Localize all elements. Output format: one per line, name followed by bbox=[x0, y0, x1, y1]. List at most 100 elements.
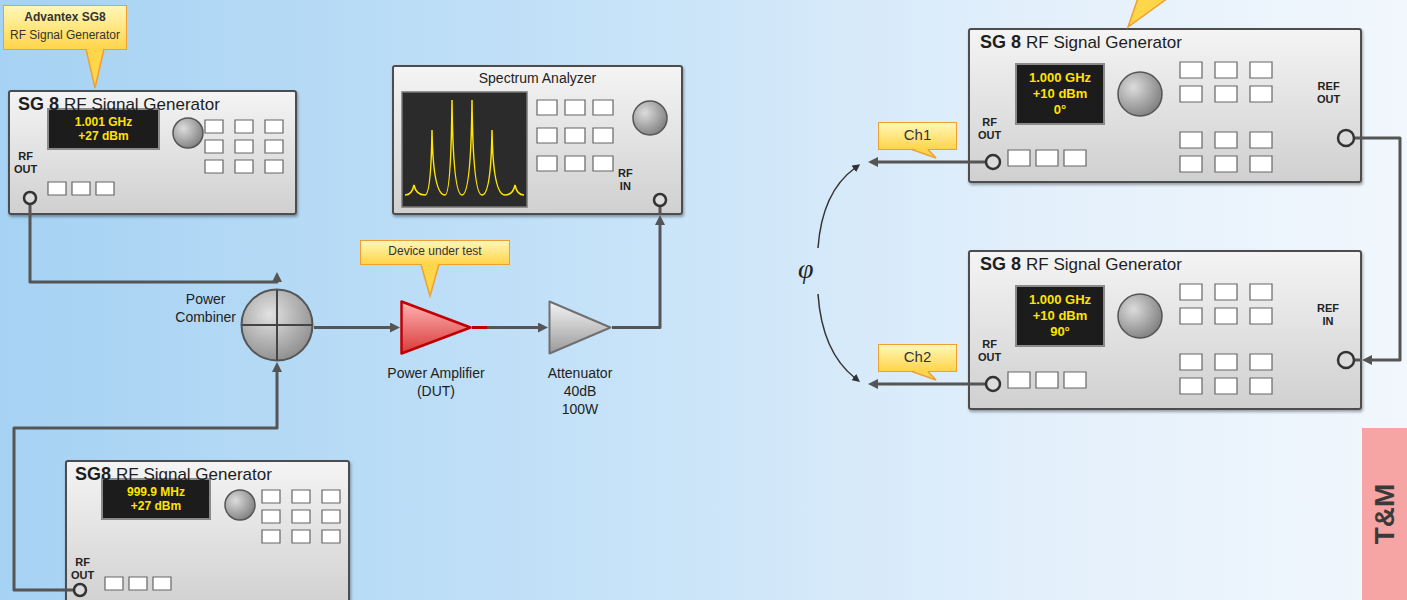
control-knob bbox=[173, 118, 203, 148]
generator-display: 1.001 GHz+27 dBm bbox=[47, 108, 160, 150]
callout-tail bbox=[912, 149, 936, 159]
cable-connector bbox=[612, 223, 660, 328]
attenuator-triangle bbox=[550, 302, 611, 354]
callout-tail bbox=[421, 263, 439, 296]
node-text: RF IN bbox=[618, 167, 633, 193]
node-title: 1.001 GHz bbox=[75, 115, 132, 129]
node-text: +27 dBm bbox=[131, 499, 181, 513]
node-text: RF OUT bbox=[978, 116, 1001, 142]
pa-outline bbox=[400, 300, 472, 355]
callout-tail bbox=[1128, 0, 1168, 27]
node-text: +10 dBm bbox=[1033, 86, 1088, 102]
phase-arc bbox=[818, 294, 855, 378]
button-row bbox=[1008, 372, 1086, 388]
generator-display: 999.9 MHz+27 dBm bbox=[101, 478, 211, 520]
callout-tail-edge bbox=[912, 372, 936, 381]
button-row bbox=[105, 577, 171, 590]
button-grid bbox=[1180, 284, 1272, 394]
cable-connector bbox=[14, 370, 277, 590]
node-text: RF OUT bbox=[71, 556, 94, 582]
node-title: T&M bbox=[1368, 484, 1402, 545]
generator-display: 1.000 GHz+10 dBm90° bbox=[1015, 285, 1105, 347]
channel-callout: Ch1 bbox=[878, 122, 957, 150]
signal-generator: 999.9 MHz+27 dBmSG8RF Signal GeneratorRF… bbox=[65, 460, 350, 600]
control-knob bbox=[633, 101, 667, 135]
port-stub bbox=[659, 206, 662, 215]
callout-box: Device under test bbox=[360, 240, 510, 265]
node-text: RF Signal Generator bbox=[1026, 255, 1182, 275]
att-outline bbox=[548, 300, 612, 355]
node-text: RF OUT bbox=[14, 150, 37, 176]
control-knob bbox=[1118, 294, 1162, 338]
ref-port bbox=[1338, 130, 1354, 146]
node-text: RF Signal Generator bbox=[1026, 33, 1182, 53]
analyzer-screen bbox=[402, 92, 527, 207]
node-title: Power Amplifier (DUT) bbox=[371, 364, 501, 400]
node-title: Spectrum Analyzer bbox=[479, 70, 597, 87]
node-title: SG 8 bbox=[980, 32, 1021, 54]
callout-tail bbox=[86, 48, 104, 88]
callout-tail bbox=[912, 371, 936, 381]
node-title: SG 8 bbox=[18, 94, 59, 116]
phase-symbol: φ bbox=[798, 254, 814, 285]
callout-tail-edge bbox=[1128, 0, 1168, 27]
combiner-cross bbox=[242, 290, 312, 360]
cable-connector bbox=[472, 326, 540, 329]
node-title: Ch2 bbox=[904, 348, 932, 366]
attenuator: Attenuator 40dB 100W bbox=[548, 300, 612, 355]
node-title: 999.9 MHz bbox=[127, 485, 185, 499]
button-grid bbox=[1180, 62, 1272, 172]
power-amplifier: Power Amplifier (DUT) bbox=[400, 300, 472, 355]
button-row bbox=[1008, 150, 1086, 166]
button-grid bbox=[205, 120, 283, 173]
node-text: RF OUT bbox=[978, 338, 1001, 364]
callout-tail-edge bbox=[421, 265, 439, 297]
rf-port bbox=[986, 377, 1000, 391]
signal-generator: 1.001 GHz+27 dBmSG 8RF Signal GeneratorR… bbox=[8, 90, 297, 215]
node-text: REF OUT bbox=[1317, 80, 1340, 106]
generator-display: 1.000 GHz+10 dBm0° bbox=[1015, 63, 1105, 125]
rf-port bbox=[24, 192, 36, 204]
amplifier-output bbox=[472, 326, 487, 329]
port-stub bbox=[1354, 137, 1362, 140]
channel-callout: Ch2 bbox=[878, 344, 957, 372]
port-stub bbox=[65, 589, 74, 592]
control-knob bbox=[1118, 72, 1162, 116]
button-grid bbox=[537, 100, 613, 171]
port-stub bbox=[1354, 359, 1362, 362]
node-title: Attenuator 40dB 100W bbox=[548, 364, 613, 418]
ref-port bbox=[1338, 352, 1354, 368]
node-text: RF Signal Generator bbox=[64, 95, 220, 115]
node-text: RF Signal Generator bbox=[10, 28, 120, 42]
brand-tab: T&M bbox=[1362, 428, 1407, 600]
rf-port bbox=[74, 584, 86, 596]
cable-connector bbox=[314, 326, 392, 329]
cable-connector bbox=[30, 215, 277, 282]
combiner-outline bbox=[240, 288, 314, 362]
rf-port bbox=[986, 155, 1000, 169]
node-text: RF Signal Generator bbox=[116, 465, 272, 485]
callout-tail-edge bbox=[912, 150, 936, 159]
callout-box: Advantex SG8 RF Signal Generator bbox=[3, 5, 127, 50]
node-text: 90° bbox=[1050, 324, 1070, 340]
node-title: 1.000 GHz bbox=[1029, 292, 1091, 308]
output-arrow bbox=[876, 161, 986, 164]
node-title: Ch1 bbox=[904, 126, 932, 144]
control-knob bbox=[225, 490, 255, 520]
node-text: REF IN bbox=[1317, 302, 1339, 328]
button-row bbox=[48, 182, 114, 195]
amplifier-triangle bbox=[402, 302, 471, 354]
spectrum-trace bbox=[405, 100, 524, 195]
port-stub bbox=[29, 204, 32, 215]
node-title: Advantex SG8 bbox=[24, 10, 105, 24]
node-text: 0° bbox=[1054, 102, 1066, 118]
node-text: +10 dBm bbox=[1033, 308, 1088, 324]
signal-generator: 1.000 GHz+10 dBm90° SG 8RF Signal Generat… bbox=[968, 250, 1362, 410]
spectrum-analyzer: Spectrum Analyzer RF IN bbox=[392, 65, 683, 215]
node-title: SG 8 bbox=[980, 254, 1021, 276]
node-title: SG8 bbox=[75, 464, 111, 486]
node-title: Device under test bbox=[388, 244, 481, 258]
callout-tail-edge bbox=[86, 49, 104, 88]
